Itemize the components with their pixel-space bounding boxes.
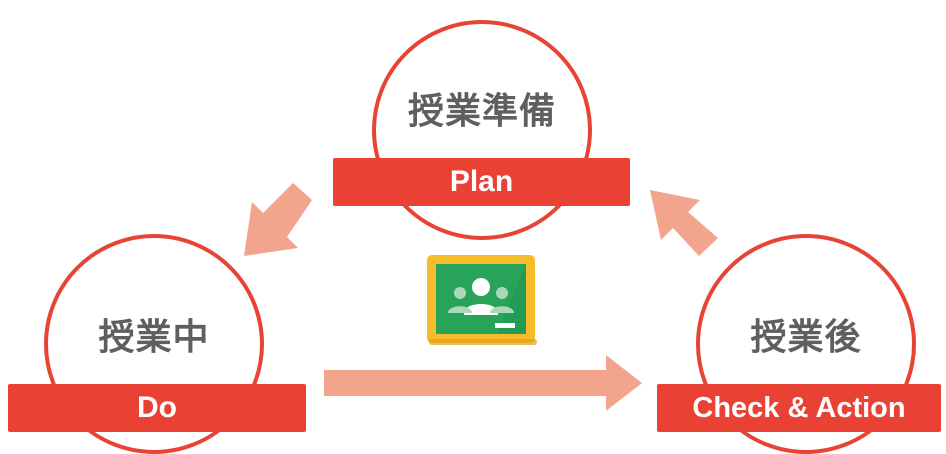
- do-label-band: Do: [8, 384, 306, 432]
- arrow-up-left-icon: [650, 190, 718, 256]
- check-label-band: Check & Action: [657, 384, 941, 432]
- arrow-right-icon: [324, 355, 642, 411]
- arrow-down-left-icon: [244, 183, 312, 256]
- plan-label: Plan: [449, 165, 514, 198]
- do-label: Do: [137, 391, 177, 424]
- check-label: Check & Action: [692, 392, 906, 424]
- check-stage-title: 授業後: [750, 317, 862, 358]
- do-stage-title: 授業中: [98, 317, 210, 358]
- plan-label-band: Plan: [333, 158, 630, 206]
- google-classroom-icon: [427, 255, 537, 345]
- plan-stage-title: 授業準備: [407, 91, 556, 132]
